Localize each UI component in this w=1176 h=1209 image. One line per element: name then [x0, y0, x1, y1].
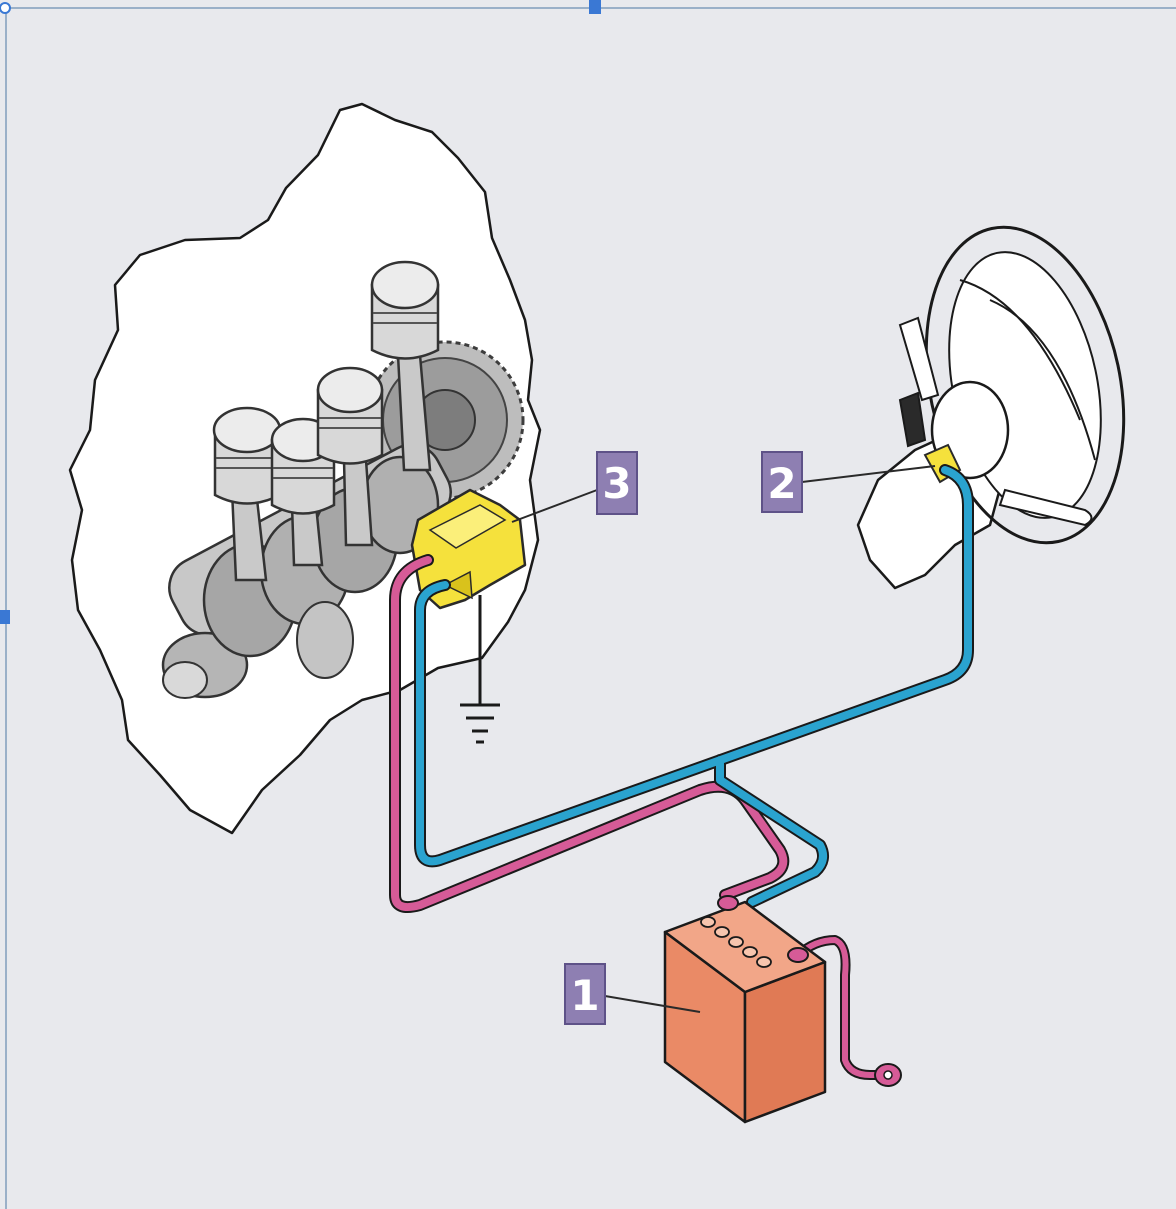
selection-handle-left[interactable]	[0, 610, 10, 624]
selection-handle-corner[interactable]	[0, 3, 10, 13]
ground-strap-terminal	[875, 1064, 901, 1086]
callout-label-starter-motor: 3	[602, 459, 631, 508]
battery-terminal-positive	[718, 896, 738, 910]
selection-handle-top[interactable]	[589, 0, 601, 14]
piston-4	[372, 262, 438, 359]
callout-ignition-switch: 2	[762, 452, 802, 512]
battery-terminal-negative	[788, 948, 808, 962]
callout-battery: 1	[565, 964, 605, 1024]
piston-3	[318, 368, 382, 464]
callout-label-ignition-switch: 2	[767, 459, 796, 508]
callout-label-battery: 1	[570, 971, 599, 1020]
piston-1	[214, 408, 280, 504]
callout-starter-motor: 3	[597, 452, 637, 514]
